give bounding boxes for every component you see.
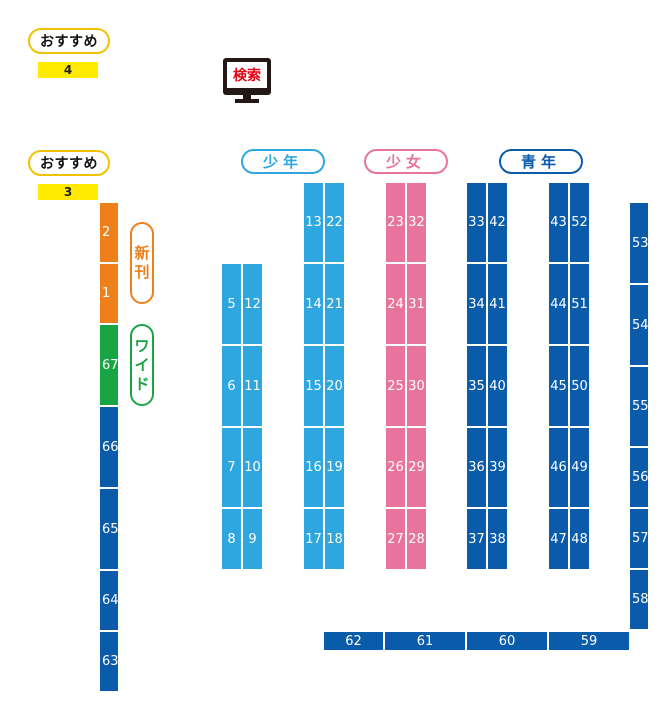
shelf-64[interactable]: 64 xyxy=(100,571,119,630)
shelf-33[interactable]: 33 xyxy=(467,183,486,262)
wide-char-3: ド xyxy=(134,374,150,393)
shelf-30[interactable]: 30 xyxy=(407,346,426,426)
shelf-58[interactable]: 58 xyxy=(630,570,649,629)
shelf-57[interactable]: 57 xyxy=(630,509,649,568)
shelf-9[interactable]: 9 xyxy=(243,509,262,569)
shelf-39[interactable]: 39 xyxy=(488,428,507,507)
new-releases-char-1: 新 xyxy=(134,244,150,262)
shelf-61[interactable]: 61 xyxy=(385,632,465,650)
shelf-46[interactable]: 46 xyxy=(549,428,568,507)
shelf-6[interactable]: 6 xyxy=(222,346,241,426)
shelf-19[interactable]: 19 xyxy=(325,428,344,507)
shelf-49[interactable]: 49 xyxy=(570,428,589,507)
shelf-47[interactable]: 47 xyxy=(549,509,568,569)
new-releases-tag: 新 刊 xyxy=(130,222,154,304)
wide-edition-tag: ワ イ ド xyxy=(130,324,154,406)
shelf-29[interactable]: 29 xyxy=(407,428,426,507)
shelf-63[interactable]: 63 xyxy=(100,632,119,691)
shelf-5[interactable]: 5 xyxy=(222,264,241,344)
shelf-1[interactable]: 1 xyxy=(100,264,118,323)
shelf-16[interactable]: 16 xyxy=(304,428,323,507)
shelf-65[interactable]: 65 xyxy=(100,489,119,569)
recommend-shelf-mid[interactable]: 3 xyxy=(38,184,98,200)
genre-seinen-label: 青年 xyxy=(499,149,583,174)
shelf-28[interactable]: 28 xyxy=(407,509,426,569)
shelf-24[interactable]: 24 xyxy=(386,264,405,344)
shelf-25[interactable]: 25 xyxy=(386,346,405,426)
shelf-62[interactable]: 62 xyxy=(324,632,383,650)
shelf-2[interactable]: 2 xyxy=(100,203,118,262)
shelf-12[interactable]: 12 xyxy=(243,264,262,344)
recommend-shelf-top[interactable]: 4 xyxy=(38,62,98,78)
shelf-67[interactable]: 67 xyxy=(100,325,119,405)
shelf-10[interactable]: 10 xyxy=(243,428,262,507)
search-label: 検索 xyxy=(233,68,261,84)
genre-shojo-label: 少女 xyxy=(364,149,448,174)
shelf-23[interactable]: 23 xyxy=(386,183,405,262)
shelf-53[interactable]: 53 xyxy=(630,203,649,283)
shelf-50[interactable]: 50 xyxy=(570,346,589,426)
shelf-13[interactable]: 13 xyxy=(304,183,323,262)
shelf-26[interactable]: 26 xyxy=(386,428,405,507)
recommend-label-top: おすすめ xyxy=(28,28,110,54)
shelf-56[interactable]: 56 xyxy=(630,448,649,507)
shelf-45[interactable]: 45 xyxy=(549,346,568,426)
shelf-15[interactable]: 15 xyxy=(304,346,323,426)
recommend-label-mid: おすすめ xyxy=(28,150,110,176)
wide-char-1: ワ xyxy=(134,336,150,355)
shelf-7[interactable]: 7 xyxy=(222,428,241,507)
shelf-22[interactable]: 22 xyxy=(325,183,344,262)
shelf-17[interactable]: 17 xyxy=(304,509,323,569)
shelf-34[interactable]: 34 xyxy=(467,264,486,344)
shelf-8[interactable]: 8 xyxy=(222,509,241,569)
shelf-31[interactable]: 31 xyxy=(407,264,426,344)
shelf-20[interactable]: 20 xyxy=(325,346,344,426)
shelf-42[interactable]: 42 xyxy=(488,183,507,262)
shelf-11[interactable]: 11 xyxy=(243,346,262,426)
shelf-18[interactable]: 18 xyxy=(325,509,344,569)
shelf-35[interactable]: 35 xyxy=(467,346,486,426)
new-releases-char-2: 刊 xyxy=(134,263,150,281)
shelf-27[interactable]: 27 xyxy=(386,509,405,569)
shelf-40[interactable]: 40 xyxy=(488,346,507,426)
shelf-21[interactable]: 21 xyxy=(325,264,344,344)
shelf-54[interactable]: 54 xyxy=(630,285,649,365)
shelf-66[interactable]: 66 xyxy=(100,407,119,487)
shelf-37[interactable]: 37 xyxy=(467,509,486,569)
genre-shonen-label: 少年 xyxy=(241,149,325,174)
shelf-59[interactable]: 59 xyxy=(549,632,629,650)
search-terminal-icon[interactable]: 検索 xyxy=(223,58,271,104)
shelf-44[interactable]: 44 xyxy=(549,264,568,344)
shelf-60[interactable]: 60 xyxy=(467,632,547,650)
shelf-52[interactable]: 52 xyxy=(570,183,589,262)
shelf-55[interactable]: 55 xyxy=(630,367,649,446)
shelf-41[interactable]: 41 xyxy=(488,264,507,344)
shelf-48[interactable]: 48 xyxy=(570,509,589,569)
shelf-36[interactable]: 36 xyxy=(467,428,486,507)
shelf-14[interactable]: 14 xyxy=(304,264,323,344)
shelf-51[interactable]: 51 xyxy=(570,264,589,344)
shelf-43[interactable]: 43 xyxy=(549,183,568,262)
shelf-38[interactable]: 38 xyxy=(488,509,507,569)
shelf-32[interactable]: 32 xyxy=(407,183,426,262)
wide-char-2: イ xyxy=(134,355,150,374)
